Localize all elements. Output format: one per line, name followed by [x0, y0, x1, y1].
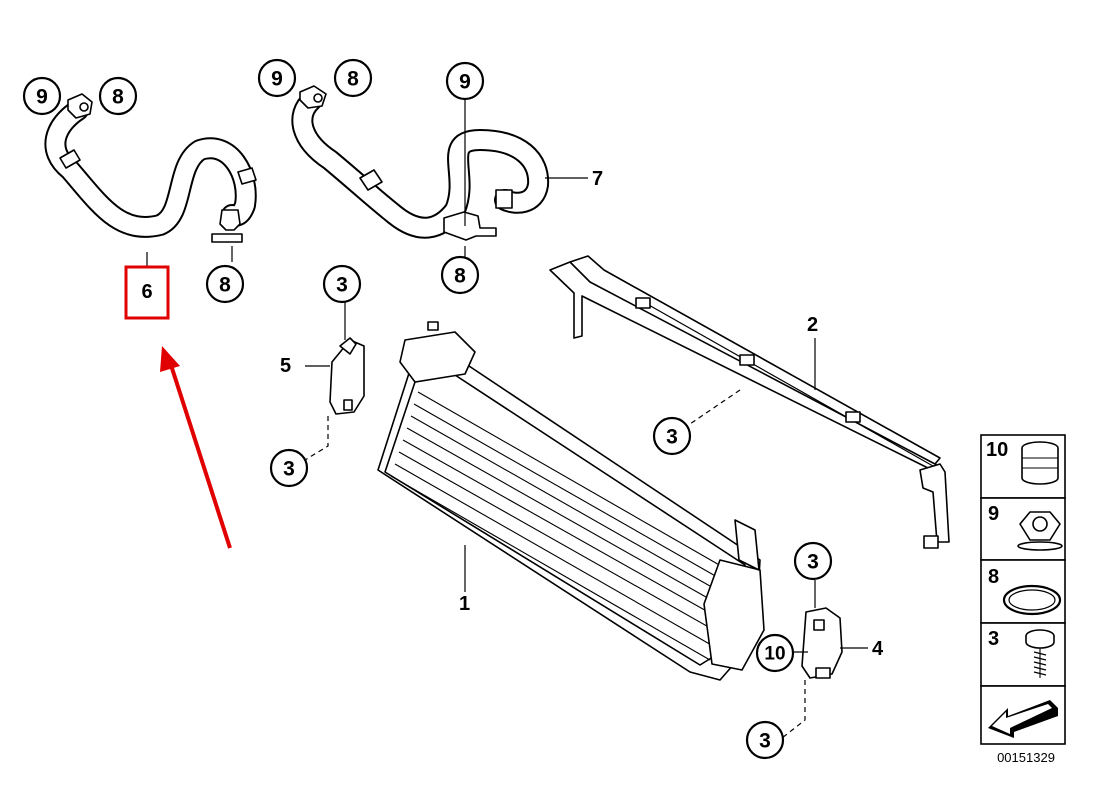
- callout-label: 9: [459, 71, 471, 94]
- part-6-highlight: 6: [124, 265, 170, 320]
- leader-lines: [146, 100, 868, 739]
- bracket-5[interactable]: [329, 337, 365, 415]
- callout-label: 9: [271, 68, 283, 91]
- part-label-7: 7: [592, 168, 603, 190]
- callout-3-bracket-5-bottom: 3: [269, 448, 309, 488]
- callout-3-bracket-5-top: 3: [322, 264, 362, 304]
- part-label-5: 5: [280, 355, 291, 377]
- bracket-2[interactable]: [549, 255, 950, 549]
- direction-arrow-icon: [988, 700, 1058, 738]
- callout-label: 9: [36, 86, 48, 109]
- legend-label-8: 8: [988, 566, 999, 588]
- callout-label: 3: [666, 426, 678, 449]
- callout-label: 3: [336, 274, 348, 297]
- callout-label: 8: [347, 68, 359, 91]
- hose-6[interactable]: [44, 93, 257, 243]
- o-ring-icon: [1002, 584, 1062, 616]
- callout-label: 3: [283, 458, 295, 481]
- callout-9-top-middle: 9: [257, 58, 297, 98]
- callout-label: 8: [219, 274, 231, 297]
- callout-9-top-left: 9: [22, 76, 62, 116]
- callout-9-top-right: 9: [445, 61, 485, 101]
- part-label-2: 2: [807, 314, 818, 336]
- legend-label-9: 9: [988, 503, 999, 525]
- callout-10: 10: [755, 633, 795, 673]
- part-label-6: 6: [141, 281, 152, 303]
- legend-label-3: 3: [988, 628, 999, 650]
- callout-label: 3: [807, 551, 819, 574]
- rubber-mount-icon: [1021, 441, 1059, 485]
- callout-3-bracket-4-bottom: 3: [745, 720, 785, 760]
- callout-8-top-left: 8: [98, 76, 138, 116]
- screw-icon: [1025, 629, 1055, 678]
- callout-label: 8: [112, 86, 124, 109]
- part-label-4: 4: [872, 638, 884, 660]
- callout-label: 3: [759, 730, 771, 753]
- callout-label: 10: [764, 644, 785, 665]
- callout-8-middle-lower: 8: [440, 255, 480, 295]
- legend-label-10: 10: [986, 439, 1008, 461]
- callout-3-bracket-2: 3: [652, 416, 692, 456]
- red-arrow-icon: [160, 346, 232, 549]
- oil-cooler-1[interactable]: [377, 321, 765, 681]
- bracket-4[interactable]: [801, 607, 843, 679]
- cooler-fins: [390, 391, 743, 661]
- callout-3-bracket-4-top: 3: [793, 541, 833, 581]
- callout-label: 8: [454, 265, 466, 288]
- callout-8-top-middle: 8: [333, 58, 373, 98]
- part-label-1: 1: [459, 593, 470, 615]
- highlight-box: [124, 265, 170, 320]
- legend-panel: 10 9 8 3: [980, 434, 1066, 745]
- hose-7[interactable]: [291, 85, 550, 241]
- catalog-number: 00151329: [997, 750, 1055, 765]
- callout-8-left-lower: 8: [205, 264, 245, 304]
- hex-nut-icon: [1017, 511, 1063, 551]
